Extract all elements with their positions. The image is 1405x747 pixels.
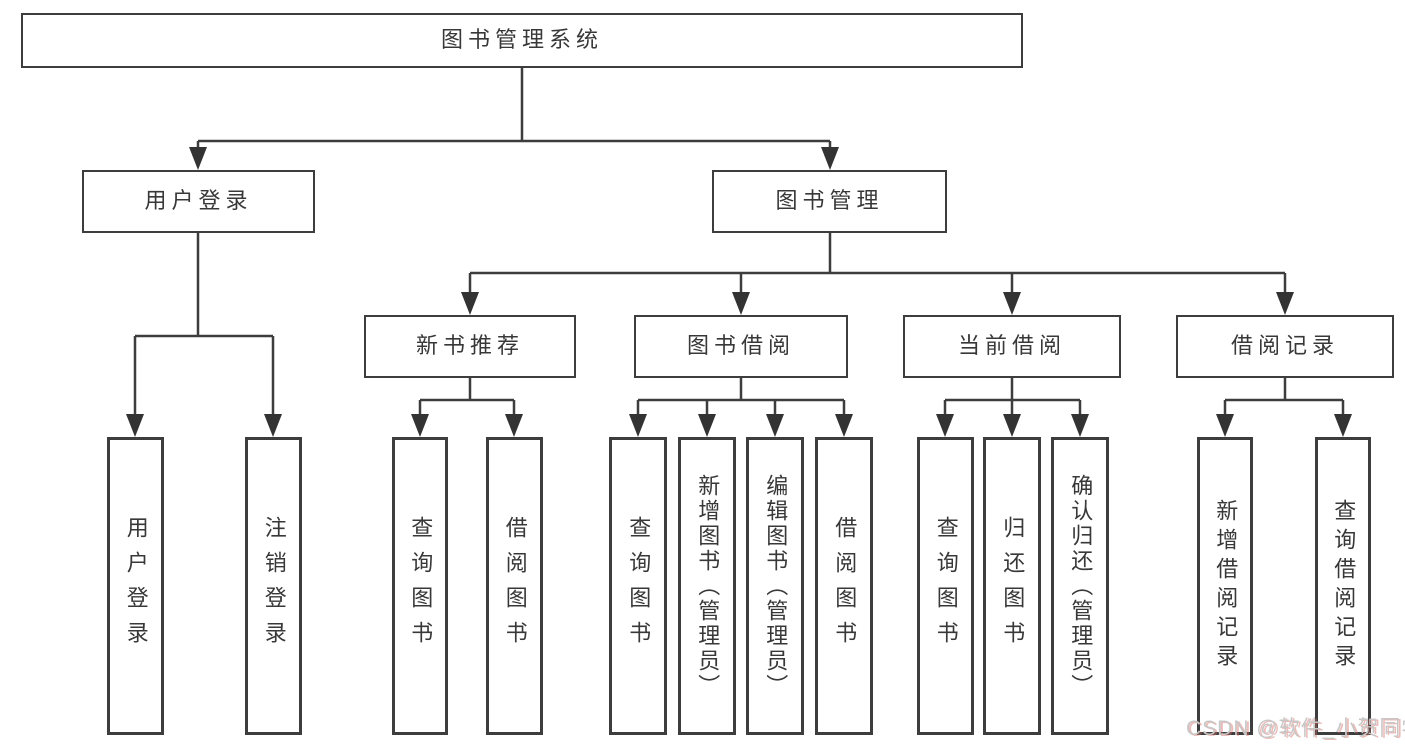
node-label: 图书管理 bbox=[775, 188, 884, 214]
node-label: 新书推荐 bbox=[415, 333, 524, 359]
node-label: 当前借阅 bbox=[957, 333, 1066, 359]
leaf-label: 编辑图书（管理员） bbox=[763, 473, 789, 699]
leaf-query-books-recommend: 查询图书 bbox=[392, 437, 448, 735]
leaf-label: 新增图书（管理员） bbox=[695, 473, 721, 699]
leaf-label: 查询图书 bbox=[626, 516, 652, 656]
leaf-label: 查询借阅记录 bbox=[1331, 499, 1357, 673]
node-library-system: 图书管理系统 bbox=[21, 13, 1023, 68]
node-label: 用户登录 bbox=[144, 188, 253, 214]
node-current-borrowing: 当前借阅 bbox=[903, 315, 1121, 378]
leaf-label: 注销登录 bbox=[261, 516, 287, 656]
leaf-label: 查询图书 bbox=[933, 516, 959, 656]
leaf-add-borrow-record: 新增借阅记录 bbox=[1197, 437, 1253, 735]
leaf-add-books-admin: 新增图书（管理员） bbox=[678, 437, 736, 735]
leaf-query-books-current: 查询图书 bbox=[917, 437, 974, 735]
leaf-query-borrow-record: 查询借阅记录 bbox=[1315, 437, 1371, 735]
leaf-confirm-return-admin: 确认归还（管理员） bbox=[1051, 437, 1109, 735]
leaf-query-books-borrowing: 查询图书 bbox=[609, 437, 667, 735]
arrowheads bbox=[126, 147, 1352, 437]
leaf-label: 新增借阅记录 bbox=[1213, 499, 1239, 673]
leaf-borrow-books: 借阅图书 bbox=[815, 437, 873, 735]
node-label: 图书借阅 bbox=[686, 333, 795, 359]
watermark: CSDN @软件_小贺同学 bbox=[1186, 717, 1405, 740]
leaf-user-login: 用户登录 bbox=[107, 437, 164, 735]
node-label: 借阅记录 bbox=[1230, 333, 1339, 359]
leaf-edit-books-admin: 编辑图书（管理员） bbox=[746, 437, 804, 735]
node-book-management: 图书管理 bbox=[712, 170, 947, 233]
leaf-label: 确认归还（管理员） bbox=[1068, 473, 1094, 699]
leaf-return-books: 归还图书 bbox=[983, 437, 1041, 735]
leaf-label: 归还图书 bbox=[1000, 516, 1026, 656]
leaf-label: 查询图书 bbox=[408, 516, 434, 656]
node-label: 图书管理系统 bbox=[440, 27, 603, 53]
node-borrowing-records: 借阅记录 bbox=[1176, 315, 1394, 378]
leaf-label: 借阅图书 bbox=[832, 516, 858, 656]
leaf-label: 借阅图书 bbox=[502, 516, 528, 656]
leaf-borrow-books-recommend: 借阅图书 bbox=[486, 437, 543, 735]
node-book-borrowing: 图书借阅 bbox=[634, 315, 848, 378]
node-user-login: 用户登录 bbox=[82, 170, 315, 233]
leaf-label: 用户登录 bbox=[123, 516, 149, 656]
leaf-logout: 注销登录 bbox=[245, 437, 302, 735]
node-new-book-recommend: 新书推荐 bbox=[364, 315, 576, 378]
